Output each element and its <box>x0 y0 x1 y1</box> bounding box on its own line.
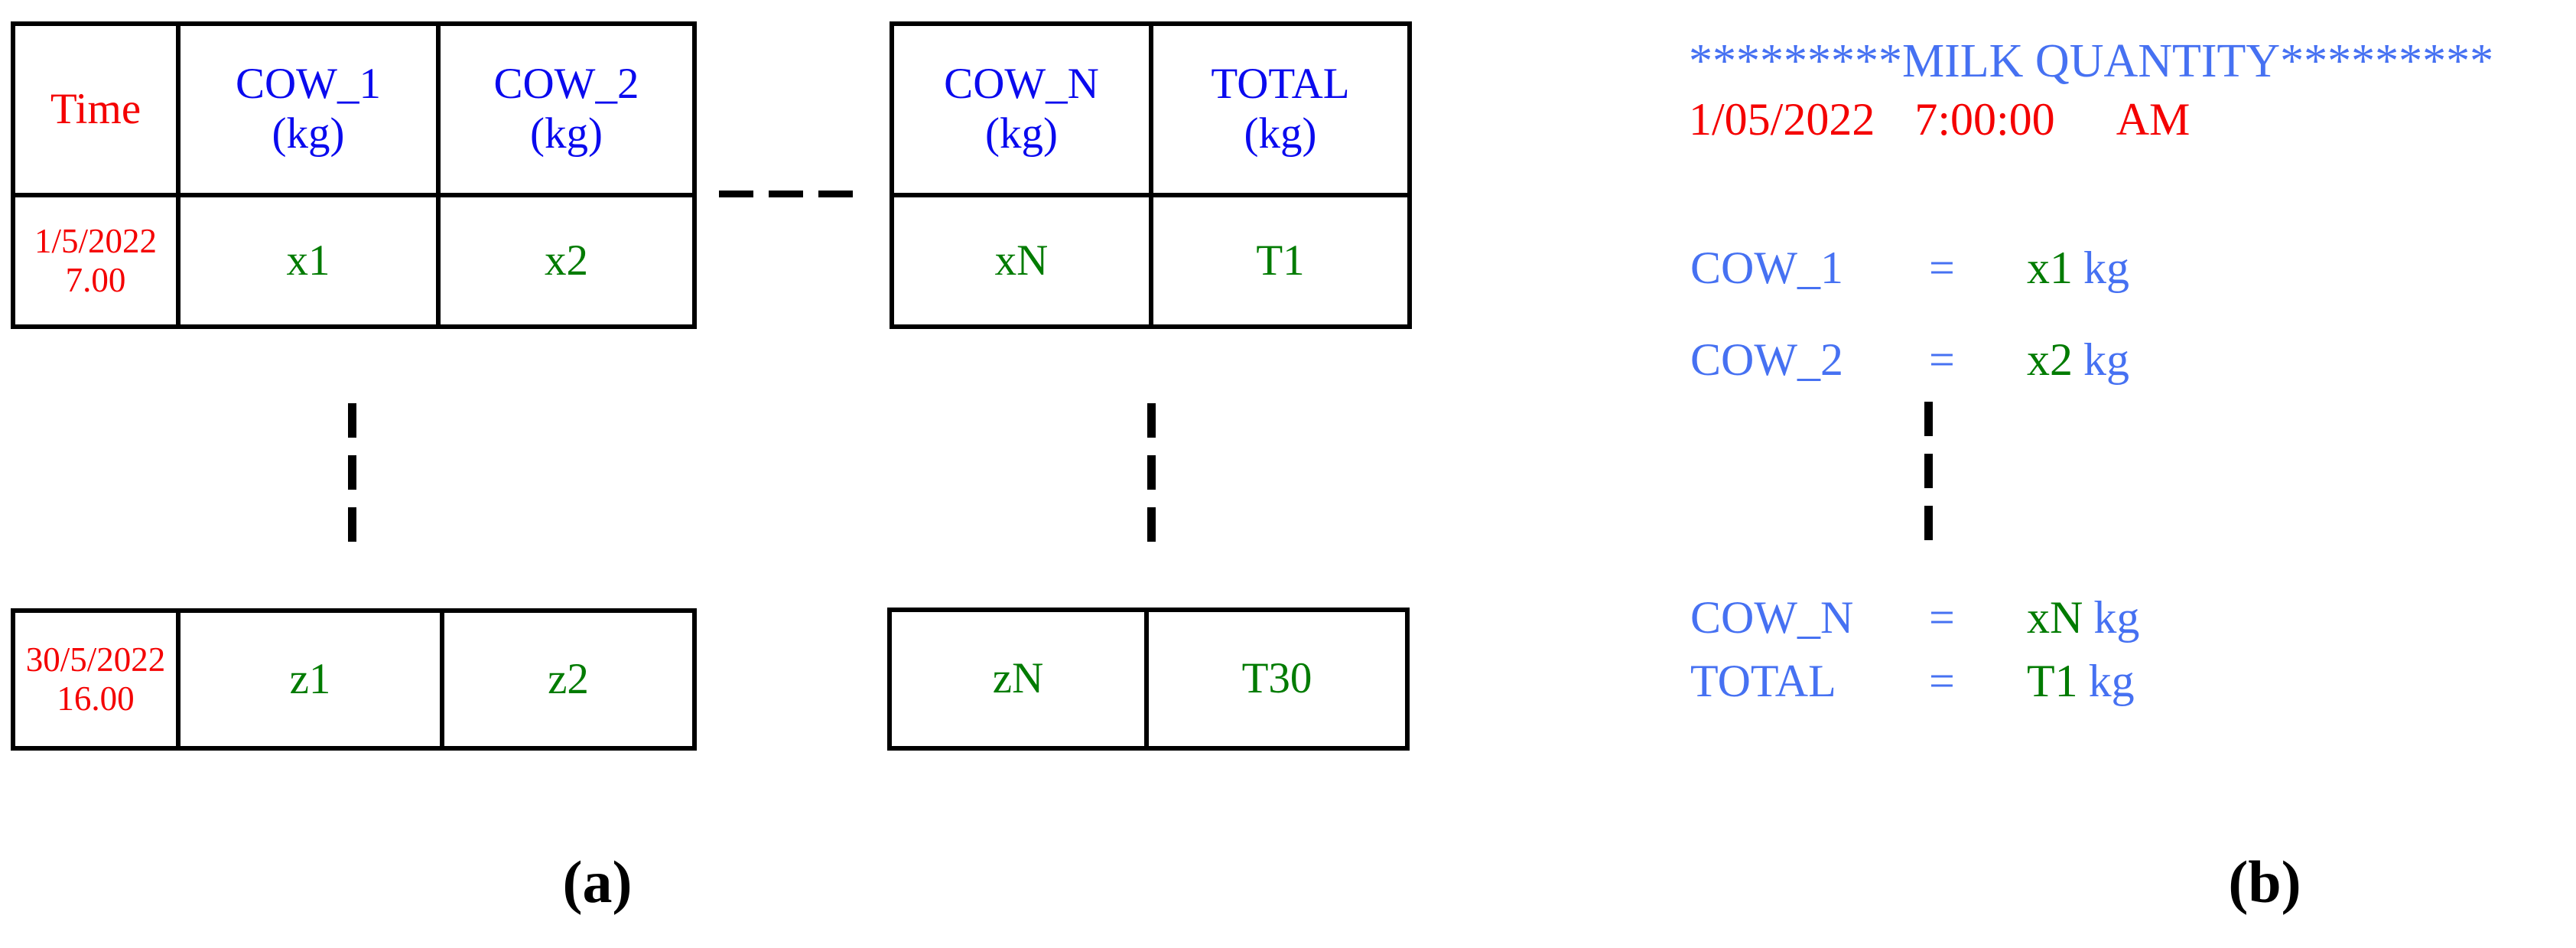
total-name: TOTAL <box>1211 60 1350 109</box>
equals-sign: = <box>1929 656 1955 706</box>
vertical-dashed-connector-left <box>348 403 356 542</box>
table-header-row: COW_N (kg) TOTAL (kg) <box>890 21 1412 197</box>
equals-sign: = <box>1929 243 1955 293</box>
milk-quantity-title: *********MILK QUANTITY********* <box>1689 35 2494 87</box>
cow1-name: COW_1 <box>236 60 381 109</box>
kg-unit: kg <box>2083 243 2129 293</box>
cell-total-value: T1 <box>1149 193 1412 329</box>
cell-cow2-value: x2 <box>436 193 697 329</box>
header-cell-total: TOTAL (kg) <box>1149 21 1412 197</box>
total-value: T1 <box>2027 656 2078 706</box>
kg-unit: kg <box>2093 592 2140 643</box>
cell-cow1-value: z1 <box>176 608 444 751</box>
vertical-dashed-connector-right <box>1147 403 1156 542</box>
printout-line-cow1: COW_1 = x1 kg <box>1690 242 2129 295</box>
printout-line-total: TOTAL = T1 kg <box>1690 655 2135 708</box>
total-unit: (kg) <box>1244 109 1317 158</box>
header-cell-cowN: COW_N (kg) <box>890 21 1153 197</box>
kg-unit: kg <box>2088 656 2135 706</box>
timestamp-hour: 7.00 <box>65 261 126 299</box>
table-morning-cowN-total: COW_N (kg) TOTAL (kg) xN T1 <box>890 21 1412 329</box>
cow2-value: x2 <box>2027 334 2073 385</box>
printout-line-cow2: COW_2 = x2 kg <box>1690 334 2129 386</box>
cow2-label: COW_2 <box>1690 334 1843 385</box>
caption-panel-a: (a) <box>562 849 633 915</box>
timestamp-date: 30/5/2022 <box>25 640 166 679</box>
equals-sign: = <box>1929 334 1955 385</box>
table-last-day-cowN-total: zN T30 <box>887 608 1410 751</box>
header-cell-cow1: COW_1 (kg) <box>176 21 441 197</box>
header-cell-time: Time <box>11 21 181 197</box>
cow2-unit: (kg) <box>530 109 603 158</box>
cowN-name: COW_N <box>944 60 1099 109</box>
printout-line-cowN: COW_N = xN kg <box>1690 591 2139 644</box>
equals-sign: = <box>1929 592 1955 643</box>
cell-timestamp: 30/5/2022 16.00 <box>11 608 181 751</box>
cowN-label: COW_N <box>1690 592 1854 643</box>
cell-cow1-value: x1 <box>176 193 441 329</box>
total-label: TOTAL <box>1690 656 1836 706</box>
kg-unit: kg <box>2083 334 2129 385</box>
caption-panel-b: (b) <box>2228 849 2301 915</box>
cell-cowN-value: xN <box>890 193 1153 329</box>
timestamp-hour: 16.00 <box>57 679 135 718</box>
cow1-label: COW_1 <box>1690 243 1843 293</box>
printout-timestamp: 1/05/2022 7:00:00 AM <box>1689 93 2190 146</box>
table-row: xN T1 <box>890 193 1412 329</box>
table-last-day-cows-1-2: 30/5/2022 16.00 z1 z2 <box>11 608 697 751</box>
table-row: 1/5/2022 7.00 x1 x2 <box>11 193 697 329</box>
table-row: zN T30 <box>887 608 1410 751</box>
table-morning-cows-1-2: Time COW_1 (kg) COW_2 (kg) 1/5/2022 7.00… <box>11 21 697 329</box>
table-header-row: Time COW_1 (kg) COW_2 (kg) <box>11 21 697 197</box>
cell-cow2-value: z2 <box>440 608 697 751</box>
cell-cowN-value: zN <box>887 608 1149 751</box>
table-row: 30/5/2022 16.00 z1 z2 <box>11 608 697 751</box>
cow1-unit: (kg) <box>272 109 345 158</box>
cell-timestamp: 1/5/2022 7.00 <box>11 193 181 329</box>
horizontal-dashed-connector <box>719 191 853 197</box>
printout-meridiem: AM <box>2116 94 2191 145</box>
vertical-dashed-connector-printout <box>1924 402 1933 541</box>
cowN-unit: (kg) <box>985 109 1058 158</box>
timestamp-date: 1/5/2022 <box>34 221 157 260</box>
printout-date: 1/05/2022 <box>1689 94 1875 145</box>
cell-total-value: T30 <box>1144 608 1410 751</box>
header-cell-cow2: COW_2 (kg) <box>436 21 697 197</box>
printout-time: 7:00:00 <box>1914 94 2055 145</box>
cow2-name: COW_2 <box>493 60 639 109</box>
cow1-value: x1 <box>2027 243 2073 293</box>
cowN-value: xN <box>2027 592 2083 643</box>
